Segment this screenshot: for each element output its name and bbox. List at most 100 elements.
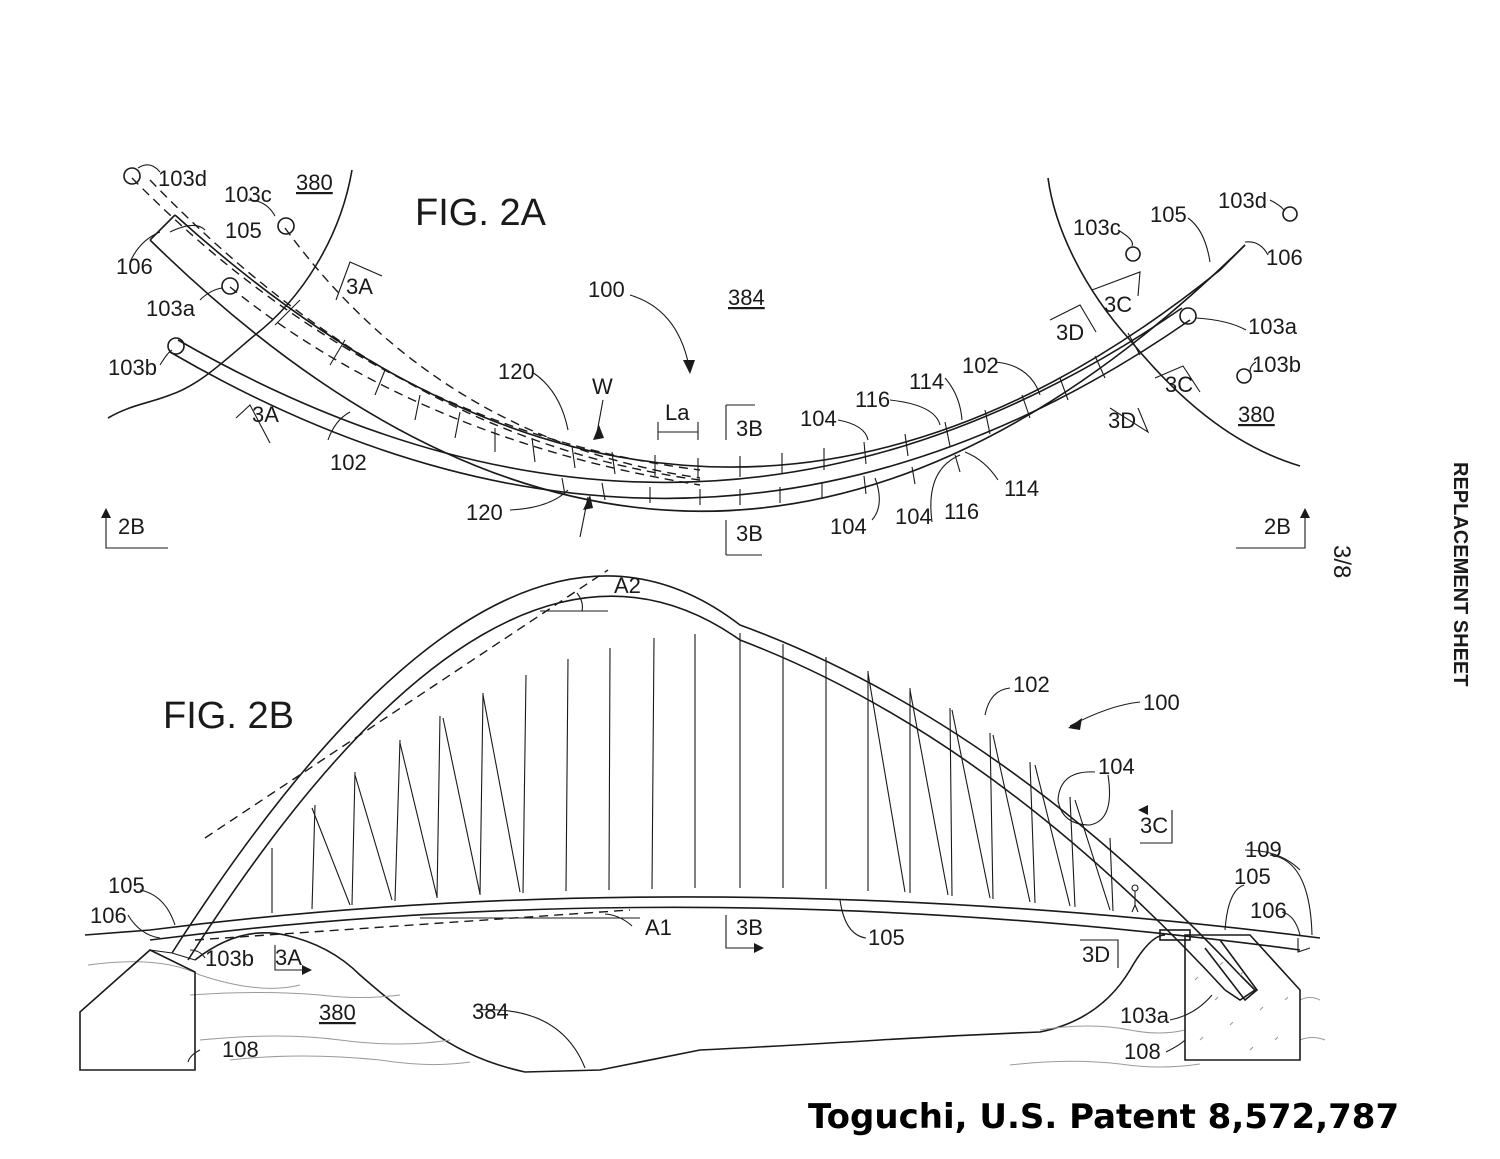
label-109: 109 <box>1245 837 1282 862</box>
label-384: 384 <box>728 285 765 310</box>
label-2b-right: 2B <box>1264 514 1291 539</box>
label-3b-top: 3B <box>736 416 763 441</box>
replacement-sheet-note: REPLACEMENT SHEET <box>1449 462 1471 686</box>
label-116-b: 116 <box>944 499 979 524</box>
label-3c: 3C <box>1140 813 1168 838</box>
label-3a-bottom: 3A <box>252 402 279 427</box>
label-105-left: 105 <box>108 873 145 898</box>
deck-end-left <box>150 215 175 240</box>
arch-hangers-104 <box>272 633 1113 913</box>
water-line-6 <box>1010 1061 1200 1067</box>
label-103a-right: 103a <box>1248 314 1298 339</box>
anchor-103c-left <box>278 218 294 234</box>
label-106-left: 106 <box>116 254 153 279</box>
deck-cross-ties <box>275 300 1140 478</box>
label-100: 100 <box>588 277 625 302</box>
page-number: 3/8 <box>1328 545 1355 578</box>
label-105-mid: 105 <box>868 925 905 950</box>
label-3c-top: 3C <box>1104 292 1132 317</box>
label-a1: A1 <box>645 915 672 940</box>
label-104-c: 104 <box>895 504 932 529</box>
label-104-a: 104 <box>800 406 837 431</box>
label-3a-top: 3A <box>346 274 373 299</box>
anchor-103b-right <box>1237 369 1251 383</box>
label-384: 384 <box>472 999 509 1024</box>
label-w: W <box>592 374 613 399</box>
label-120-top: 120 <box>498 359 535 384</box>
label-102-right: 102 <box>962 353 999 378</box>
patent-citation: Toguchi, U.S. Patent 8,572,787 <box>808 1097 1399 1137</box>
hidden-line-c <box>285 228 700 478</box>
fig-2b: FIG. 2B <box>80 570 1325 1072</box>
label-105-left: 105 <box>225 218 262 243</box>
label-105-right: 105 <box>1234 864 1271 889</box>
label-103c-right: 103c <box>1073 215 1121 240</box>
label-3b-bottom: 3B <box>736 521 763 546</box>
ref-100-arrow-head <box>683 360 695 374</box>
arch-footing-103a <box>1205 940 1257 1000</box>
anchor-103c-right <box>1126 247 1140 261</box>
label-104-b: 104 <box>830 514 867 539</box>
label-104: 104 <box>1098 754 1135 779</box>
label-103a: 103a <box>1120 1003 1170 1028</box>
anchor-103d-left <box>124 168 140 184</box>
label-103d-right: 103d <box>1218 188 1267 213</box>
concrete-stipple <box>1195 962 1288 1050</box>
label-120-bottom: 120 <box>466 500 503 525</box>
label-3d-top: 3D <box>1056 320 1084 345</box>
label-3a: 3A <box>275 945 302 970</box>
label-2b-left: 2B <box>118 514 145 539</box>
pedestrian-figure <box>1132 885 1138 912</box>
arrow-3b <box>754 943 764 953</box>
label-116-a: 116 <box>855 387 890 412</box>
label-106-left: 106 <box>90 903 127 928</box>
label-380-left: 380 <box>296 170 333 195</box>
arch-102-inner <box>188 596 1225 990</box>
label-3b: 3B <box>736 915 763 940</box>
label-102: 102 <box>1013 672 1050 697</box>
label-108-right: 108 <box>1124 1039 1161 1064</box>
label-380-right: 380 <box>1238 402 1275 427</box>
label-103d-left: 103d <box>158 166 207 191</box>
water-line-4 <box>230 1056 470 1065</box>
label-103b-left: 103b <box>108 355 157 380</box>
label-108-left: 108 <box>222 1037 259 1062</box>
fig-2b-title: FIG. 2B <box>163 695 294 737</box>
label-106-right: 106 <box>1266 245 1303 270</box>
water-line-8 <box>1300 1038 1325 1041</box>
label-103a-left: 103a <box>146 296 196 321</box>
water-line-2 <box>190 993 400 998</box>
label-103c-left: 103c <box>224 182 272 207</box>
anchor-103a-left <box>222 278 238 294</box>
label-114-b: 114 <box>1004 476 1039 501</box>
label-la: La <box>665 400 690 425</box>
label-380: 380 <box>319 1000 356 1025</box>
label-103b-right: 103b <box>1252 352 1301 377</box>
label-3d-mid: 3D <box>1108 408 1136 433</box>
label-3c-mid: 3C <box>1165 372 1193 397</box>
anchor-103d-right <box>1283 207 1297 221</box>
section-markers-2b <box>275 810 1172 970</box>
label-102-left: 102 <box>330 450 367 475</box>
arrow-2b-right <box>1300 508 1310 518</box>
label-103b: 103b <box>205 946 254 971</box>
arch-102-outer <box>172 576 1240 975</box>
label-100: 100 <box>1143 690 1180 715</box>
label-105-right: 105 <box>1150 202 1187 227</box>
deck-end-right <box>1220 245 1245 270</box>
fig-2a-title: FIG. 2A <box>415 192 547 234</box>
a2-angle-arc <box>577 593 582 611</box>
label-a2: A2 <box>614 573 641 598</box>
label-114-a: 114 <box>909 369 944 394</box>
w-arrow-top-head <box>593 425 604 440</box>
arrow-3a <box>302 965 312 975</box>
arrow-2b-left <box>101 508 111 518</box>
water-line-1 <box>88 962 300 989</box>
label-106-right: 106 <box>1250 898 1287 923</box>
abutment-108-left <box>80 950 195 1070</box>
label-3d: 3D <box>1082 942 1110 967</box>
a1-reference-line <box>195 910 630 940</box>
deck-105-bottom <box>150 907 1300 950</box>
fig-2a: FIG. 2A <box>101 165 1310 555</box>
